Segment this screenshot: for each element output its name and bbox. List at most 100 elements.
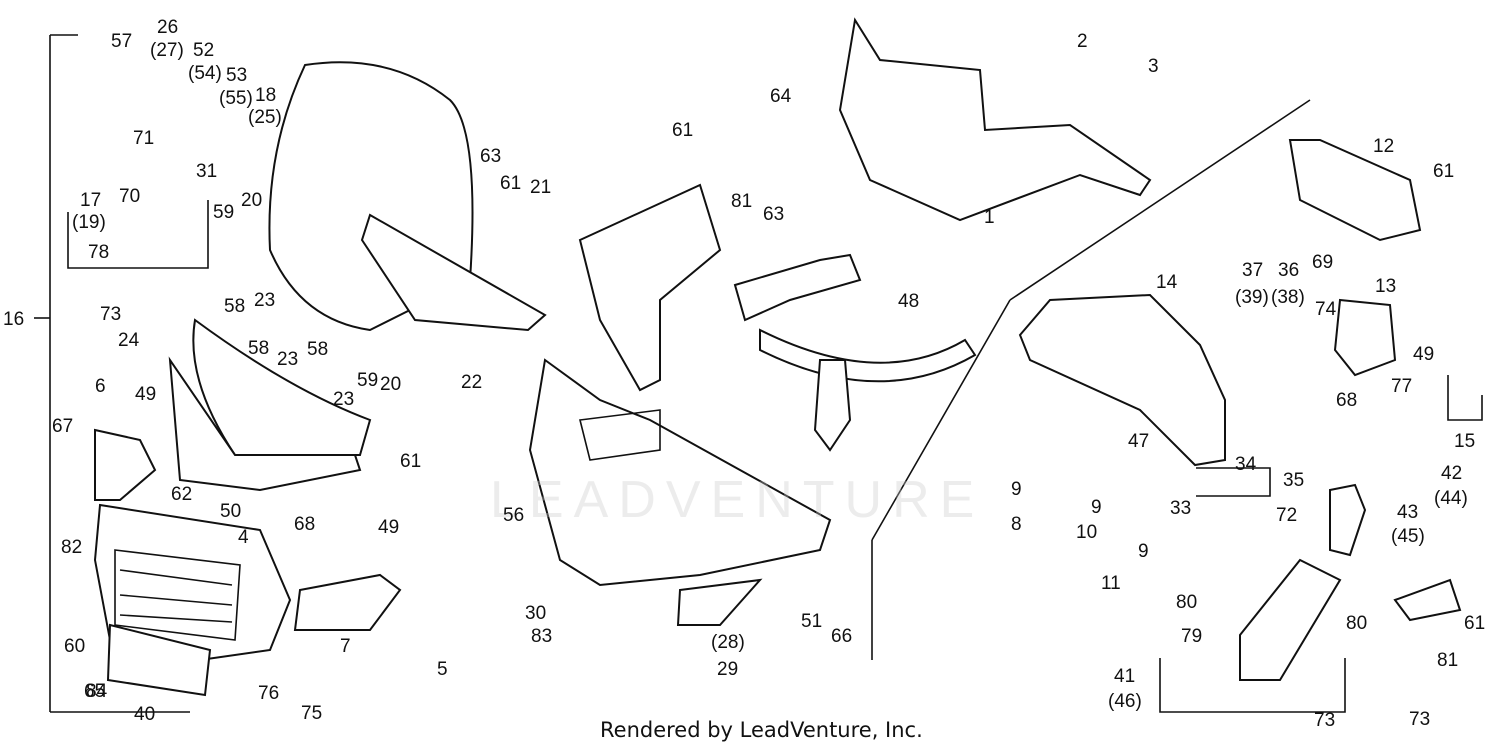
callout: 41 <box>1114 666 1136 687</box>
callout: 9 <box>1091 497 1102 518</box>
callout: 80 <box>1346 613 1368 634</box>
callout: 69 <box>1312 252 1334 273</box>
callout: 67 <box>52 416 74 437</box>
callout: (27) <box>150 40 184 61</box>
callout: 35 <box>1283 470 1305 491</box>
callout: 10 <box>1076 522 1098 543</box>
callout: 81 <box>731 191 753 212</box>
callout: 24 <box>118 330 140 351</box>
callout: 52 <box>193 40 215 61</box>
callout: 40 <box>134 704 156 725</box>
callout: 79 <box>1181 626 1203 647</box>
callout: 76 <box>258 683 280 704</box>
callout: 61 <box>500 173 522 194</box>
callout: 77 <box>1391 376 1413 397</box>
callout: (19) <box>72 212 106 233</box>
callout: 34 <box>1235 454 1257 475</box>
callout: 59 <box>213 202 235 223</box>
watermark: LEADVENTURE <box>490 471 985 529</box>
callout: 78 <box>88 242 110 263</box>
callout: 4 <box>238 527 249 548</box>
callout: 26 <box>157 17 179 38</box>
callout: 58 <box>248 338 270 359</box>
callout: 9 <box>1011 479 1022 500</box>
callout: 9 <box>1138 541 1149 562</box>
fairing-stay <box>733 253 977 452</box>
callout: 49 <box>378 517 400 538</box>
windscreen <box>268 61 547 332</box>
callout: 59 <box>357 370 379 391</box>
callout: 30 <box>525 603 547 624</box>
callout: (45) <box>1391 526 1425 547</box>
callout: 33 <box>1170 498 1192 519</box>
callout: 20 <box>241 190 263 211</box>
callout: 61 <box>1433 161 1455 182</box>
callout: 68 <box>294 514 316 535</box>
callout: 21 <box>530 177 552 198</box>
callout: 15 <box>1454 431 1476 452</box>
callout: 23 <box>333 389 355 410</box>
callout: 31 <box>196 161 218 182</box>
callout: 49 <box>1413 344 1435 365</box>
callout: (25) <box>248 107 282 128</box>
callout: 63 <box>763 204 785 225</box>
callout: (46) <box>1108 691 1142 712</box>
callout: 58 <box>307 339 329 360</box>
frame-lines <box>34 34 1483 713</box>
callout: 66 <box>831 626 853 647</box>
callout: 42 <box>1441 463 1463 484</box>
meter-panel <box>1018 139 1422 467</box>
callout: (44) <box>1434 488 1468 509</box>
callout: 61 <box>400 451 422 472</box>
callout: 12 <box>1373 136 1395 157</box>
callout: 62 <box>171 484 193 505</box>
callout: 64 <box>770 86 792 107</box>
callout: (54) <box>188 63 222 84</box>
callout: 63 <box>480 146 502 167</box>
callout: 68 <box>1336 390 1358 411</box>
callout: 73 <box>100 304 122 325</box>
footer-text: Rendered by LeadVenture, Inc. <box>600 718 923 742</box>
callout: 11 <box>1101 573 1121 594</box>
callout: 7 <box>340 636 351 657</box>
callout: 74 <box>1315 299 1337 320</box>
callout: 61 <box>672 120 694 141</box>
callout: 60 <box>64 636 86 657</box>
callout: 16 <box>3 309 25 330</box>
callout: 83 <box>531 626 553 647</box>
callout: 23 <box>277 349 299 370</box>
callout: 71 <box>133 128 155 149</box>
callout: 22 <box>461 372 483 393</box>
callout: 43 <box>1397 502 1419 523</box>
callout: 84 <box>86 681 108 702</box>
callout: 48 <box>898 291 920 312</box>
callout: 53 <box>226 65 248 86</box>
callout: 2 <box>1077 31 1088 52</box>
callout: 49 <box>135 384 157 405</box>
callout: 75 <box>301 703 323 724</box>
callout: 51 <box>801 611 823 632</box>
callout: 58 <box>224 296 246 317</box>
wiring-harness <box>838 17 1152 222</box>
callout: (38) <box>1271 287 1305 308</box>
callout: 8 <box>1011 514 1022 535</box>
callout: 73 <box>1314 710 1336 731</box>
callout: 81 <box>1437 650 1459 671</box>
callout: 80 <box>1176 592 1198 613</box>
callout: 18 <box>255 85 277 106</box>
callout: 1 <box>984 207 995 228</box>
callout: 23 <box>254 290 276 311</box>
callout: 3 <box>1148 56 1159 77</box>
side-trims <box>1239 483 1462 681</box>
inner-fairing <box>528 183 832 626</box>
callout: 13 <box>1375 276 1397 297</box>
callout: 61 <box>1464 613 1486 634</box>
callout: 65 <box>84 681 106 702</box>
callout: 17 <box>80 190 102 211</box>
callout: 37 <box>1242 260 1264 281</box>
callout: 6 <box>95 376 106 397</box>
callout: 70 <box>119 186 141 207</box>
callout: 57 <box>111 31 133 52</box>
callout: (28) <box>711 632 745 653</box>
